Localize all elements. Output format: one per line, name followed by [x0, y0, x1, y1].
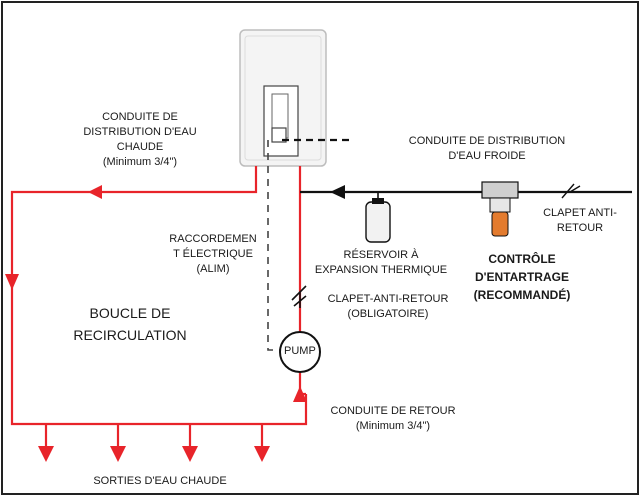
outlet-arrow-icon	[110, 446, 126, 462]
electrical-connection-label: RACCORDEMEN T ÉLECTRIQUE (ALIM)	[169, 233, 257, 275]
water-heater	[239, 29, 327, 167]
hot-supply-label: CONDUITE DE DISTRIBUTION D'EAU CHAUDE (M…	[83, 111, 197, 168]
loop-flow-arrow-icon	[5, 274, 19, 290]
scale-control-icon	[481, 181, 519, 237]
cold-supply-label: CONDUITE DE DISTRIBUTION D'EAU FROIDE	[408, 135, 566, 162]
hot-supply-line	[10, 166, 308, 426]
return-line-label: CONDUITE DE RETOUR (Minimum 3/4")	[330, 405, 456, 432]
check-valve-right-label: CLAPET ANTI- RETOUR	[543, 207, 617, 234]
check-valve-right-icon	[561, 183, 581, 199]
check-valve-mandatory-icon	[291, 285, 307, 308]
return-flow-arrow-icon	[293, 386, 307, 402]
cold-flow-arrow-icon	[330, 185, 345, 199]
expansion-tank-label: RÉSERVOIR À EXPANSION THERMIQUE	[314, 249, 448, 276]
cold-supply-line	[282, 138, 632, 194]
outlet-arrow-icon	[182, 446, 198, 462]
electrical-connection-line	[267, 140, 282, 351]
recirculation-loop-label: BOUCLE DE RECIRCULATION	[73, 305, 187, 343]
outlet-arrow-icon	[38, 446, 54, 462]
pump-label: PUMP	[284, 345, 316, 357]
pump	[279, 331, 321, 373]
hot-outlets	[44, 424, 264, 448]
expansion-tank-icon	[365, 192, 391, 243]
scale-control-label: CONTRÔLE D'ENTARTRAGE (RECOMMANDÉ)	[473, 252, 571, 302]
outlet-arrow-icon	[254, 446, 270, 462]
hot-outlets-label: SORTIES D'EAU CHAUDE	[93, 475, 227, 487]
hot-flow-arrow-icon	[88, 185, 102, 199]
check-valve-mandatory-label: CLAPET-ANTI-RETOUR (OBLIGATOIRE)	[327, 293, 449, 320]
